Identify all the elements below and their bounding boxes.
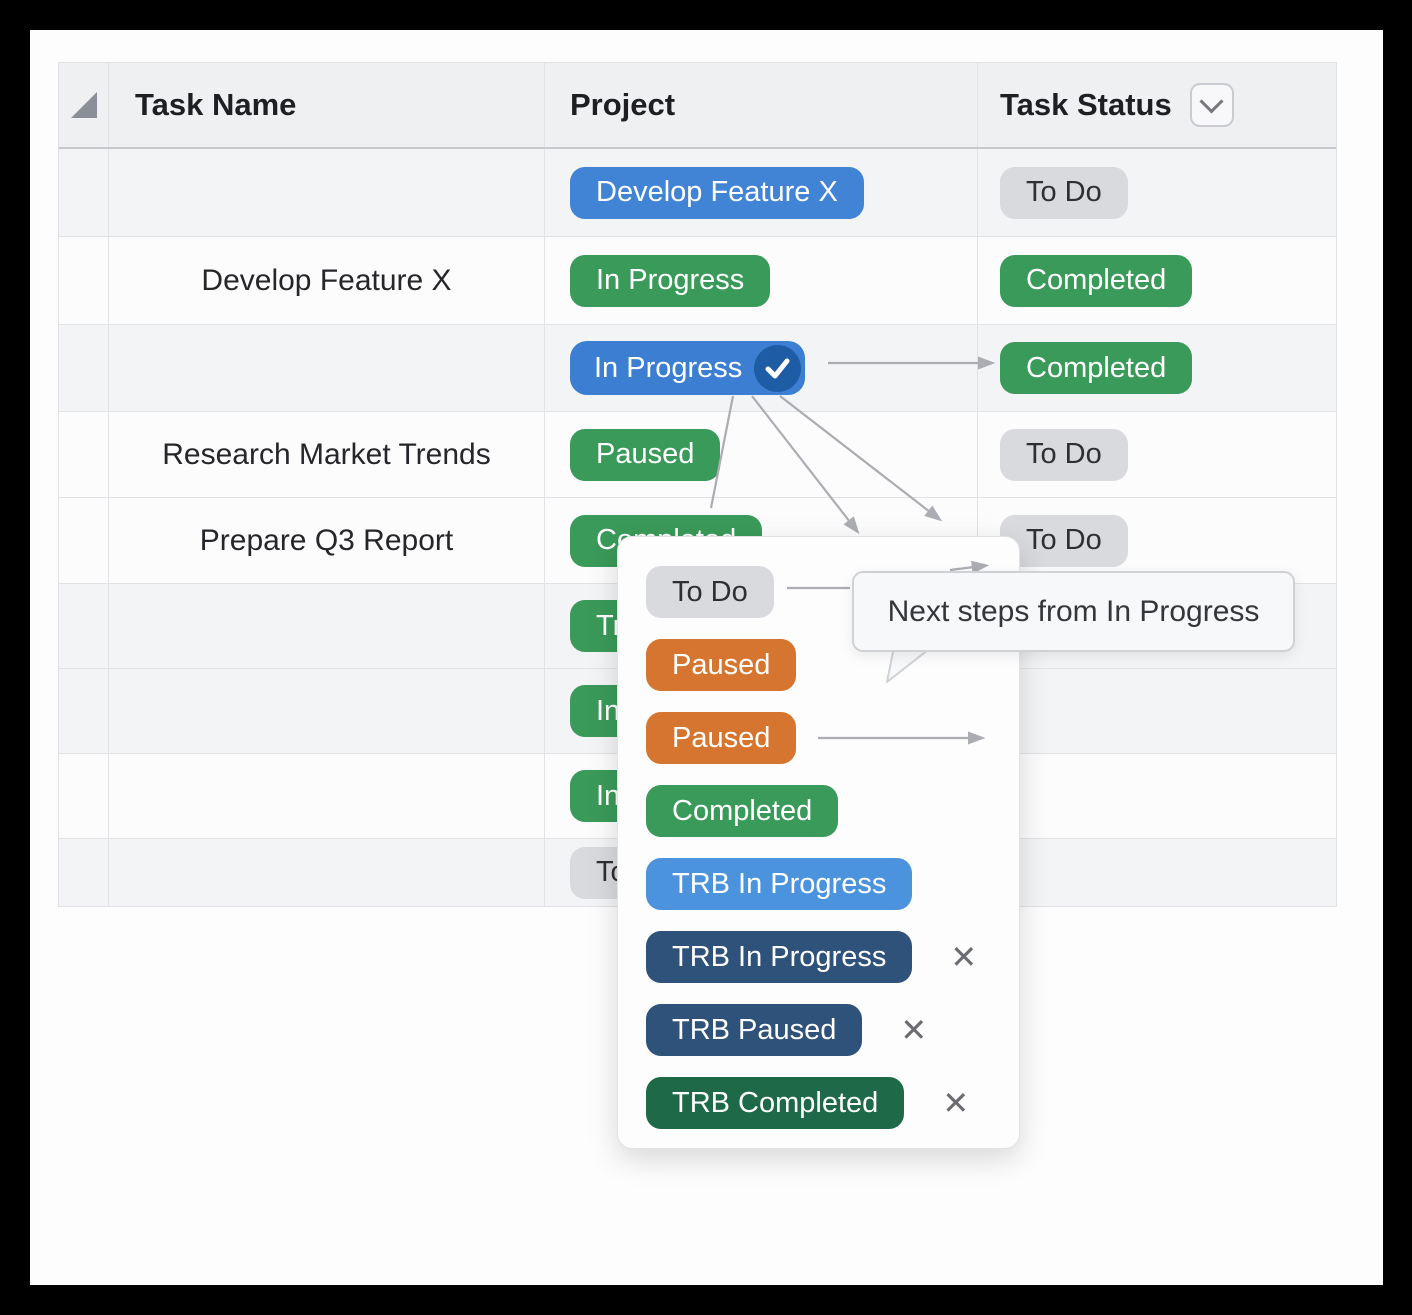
task-name-cell[interactable] xyxy=(108,149,544,236)
popup-option-row: TRB Paused ✕ xyxy=(646,1004,1019,1056)
popup-option-row: TRB Completed ✕ xyxy=(646,1077,1019,1129)
column-label: Project xyxy=(570,87,676,122)
remove-icon[interactable]: ✕ xyxy=(950,939,978,975)
popup-option-row: To Do xyxy=(646,566,1019,618)
remove-icon[interactable]: ✕ xyxy=(900,1012,928,1048)
task-name-cell[interactable] xyxy=(108,584,544,668)
popup-option-pill[interactable]: To Do xyxy=(646,566,774,618)
column-header-task-status[interactable]: Task Status xyxy=(977,63,1338,147)
check-circle xyxy=(754,344,802,392)
column-label: Task Status xyxy=(1000,87,1172,122)
row-selector-cell[interactable] xyxy=(59,498,108,583)
popup-option-pill[interactable]: TRB In Progress xyxy=(646,858,913,910)
status-cell[interactable] xyxy=(977,669,1338,753)
popup-option-row: Paused xyxy=(646,639,1019,691)
status-cell[interactable]: To Do xyxy=(977,498,1338,583)
row-selector-cell[interactable] xyxy=(59,669,108,753)
table-row: In Progress Completed xyxy=(59,325,1336,412)
task-name-text: Develop Feature X xyxy=(201,263,452,297)
chevron-down-icon xyxy=(1199,89,1224,114)
status-cell[interactable]: To Do xyxy=(977,149,1338,236)
task-name-cell[interactable]: Prepare Q3 Report xyxy=(108,498,544,583)
table-row: Develop Feature X To Do xyxy=(59,149,1336,237)
project-pill[interactable]: Develop Feature X xyxy=(570,166,864,219)
task-name-cell[interactable]: Research Market Trends xyxy=(108,412,544,497)
status-cell[interactable]: Completed xyxy=(977,237,1338,324)
popup-option-pill[interactable]: Paused xyxy=(646,712,797,764)
tooltip: Next steps from In Progress xyxy=(852,571,1295,652)
status-dropdown-button[interactable] xyxy=(1189,83,1234,127)
project-cell[interactable]: In Progress xyxy=(544,325,977,411)
column-header-task-name[interactable]: Task Name xyxy=(108,63,544,147)
remove-icon[interactable]: ✕ xyxy=(942,1085,970,1121)
status-pill[interactable]: Completed xyxy=(1000,342,1193,394)
row-selector-cell[interactable] xyxy=(59,237,108,324)
select-all-cell[interactable] xyxy=(59,63,108,147)
tooltip-text: Next steps from In Progress xyxy=(887,594,1260,628)
popup-option-pill[interactable]: Paused xyxy=(646,639,797,691)
task-name-cell[interactable] xyxy=(108,325,544,411)
project-pill[interactable]: In Progress xyxy=(570,254,771,307)
status-cell[interactable] xyxy=(977,754,1338,838)
status-pill[interactable]: To Do xyxy=(1000,166,1128,219)
project-pill[interactable]: Paused xyxy=(570,428,721,481)
project-cell[interactable]: Paused xyxy=(544,412,977,497)
task-name-text: Prepare Q3 Report xyxy=(199,523,454,557)
popup-option-pill[interactable]: TRB Paused xyxy=(646,1004,863,1056)
status-cell[interactable] xyxy=(977,839,1338,906)
popup-option-row: TRB In Progress ✕ xyxy=(646,931,1019,983)
project-cell[interactable]: In Progress xyxy=(544,237,977,324)
row-selector-cell[interactable] xyxy=(59,839,108,906)
project-pill-selected[interactable]: In Progress xyxy=(570,341,806,395)
select-all-triangle-icon xyxy=(70,92,97,118)
table-row: Develop Feature X In Progress Completed xyxy=(59,237,1336,325)
task-name-cell[interactable] xyxy=(108,754,544,838)
app-panel: Task Name Project Task Status Develop Fe… xyxy=(30,30,1383,1285)
task-name-cell[interactable] xyxy=(108,669,544,753)
status-pill[interactable]: To Do xyxy=(1000,428,1128,481)
status-pill[interactable]: Completed xyxy=(1000,254,1193,307)
task-name-cell[interactable] xyxy=(108,839,544,906)
column-header-project[interactable]: Project xyxy=(544,63,977,147)
project-cell[interactable]: Develop Feature X xyxy=(544,149,977,236)
popup-option-pill[interactable]: Completed xyxy=(646,785,839,837)
table-header-row: Task Name Project Task Status xyxy=(59,63,1336,149)
popup-option-pill[interactable]: TRB Completed xyxy=(646,1077,905,1129)
popup-option-row: Paused xyxy=(646,712,1019,764)
pill-label: In Progress xyxy=(594,351,743,384)
check-icon xyxy=(765,358,790,378)
row-selector-cell[interactable] xyxy=(59,325,108,411)
status-cell[interactable]: To Do xyxy=(977,412,1338,497)
task-name-text: Research Market Trends xyxy=(162,437,491,471)
task-name-cell[interactable]: Develop Feature X xyxy=(108,237,544,324)
table-row: Research Market Trends Paused To Do xyxy=(59,412,1336,498)
popup-option-row: Completed xyxy=(646,785,1019,837)
row-selector-cell[interactable] xyxy=(59,754,108,838)
popup-option-row: TRB In Progress xyxy=(646,858,1019,910)
row-selector-cell[interactable] xyxy=(59,412,108,497)
row-selector-cell[interactable] xyxy=(59,584,108,668)
row-selector-cell[interactable] xyxy=(59,149,108,236)
column-label: Task Name xyxy=(135,87,297,122)
status-pill[interactable]: To Do xyxy=(1000,514,1128,567)
popup-option-pill[interactable]: TRB In Progress xyxy=(646,931,913,983)
status-cell[interactable]: Completed xyxy=(977,325,1338,411)
